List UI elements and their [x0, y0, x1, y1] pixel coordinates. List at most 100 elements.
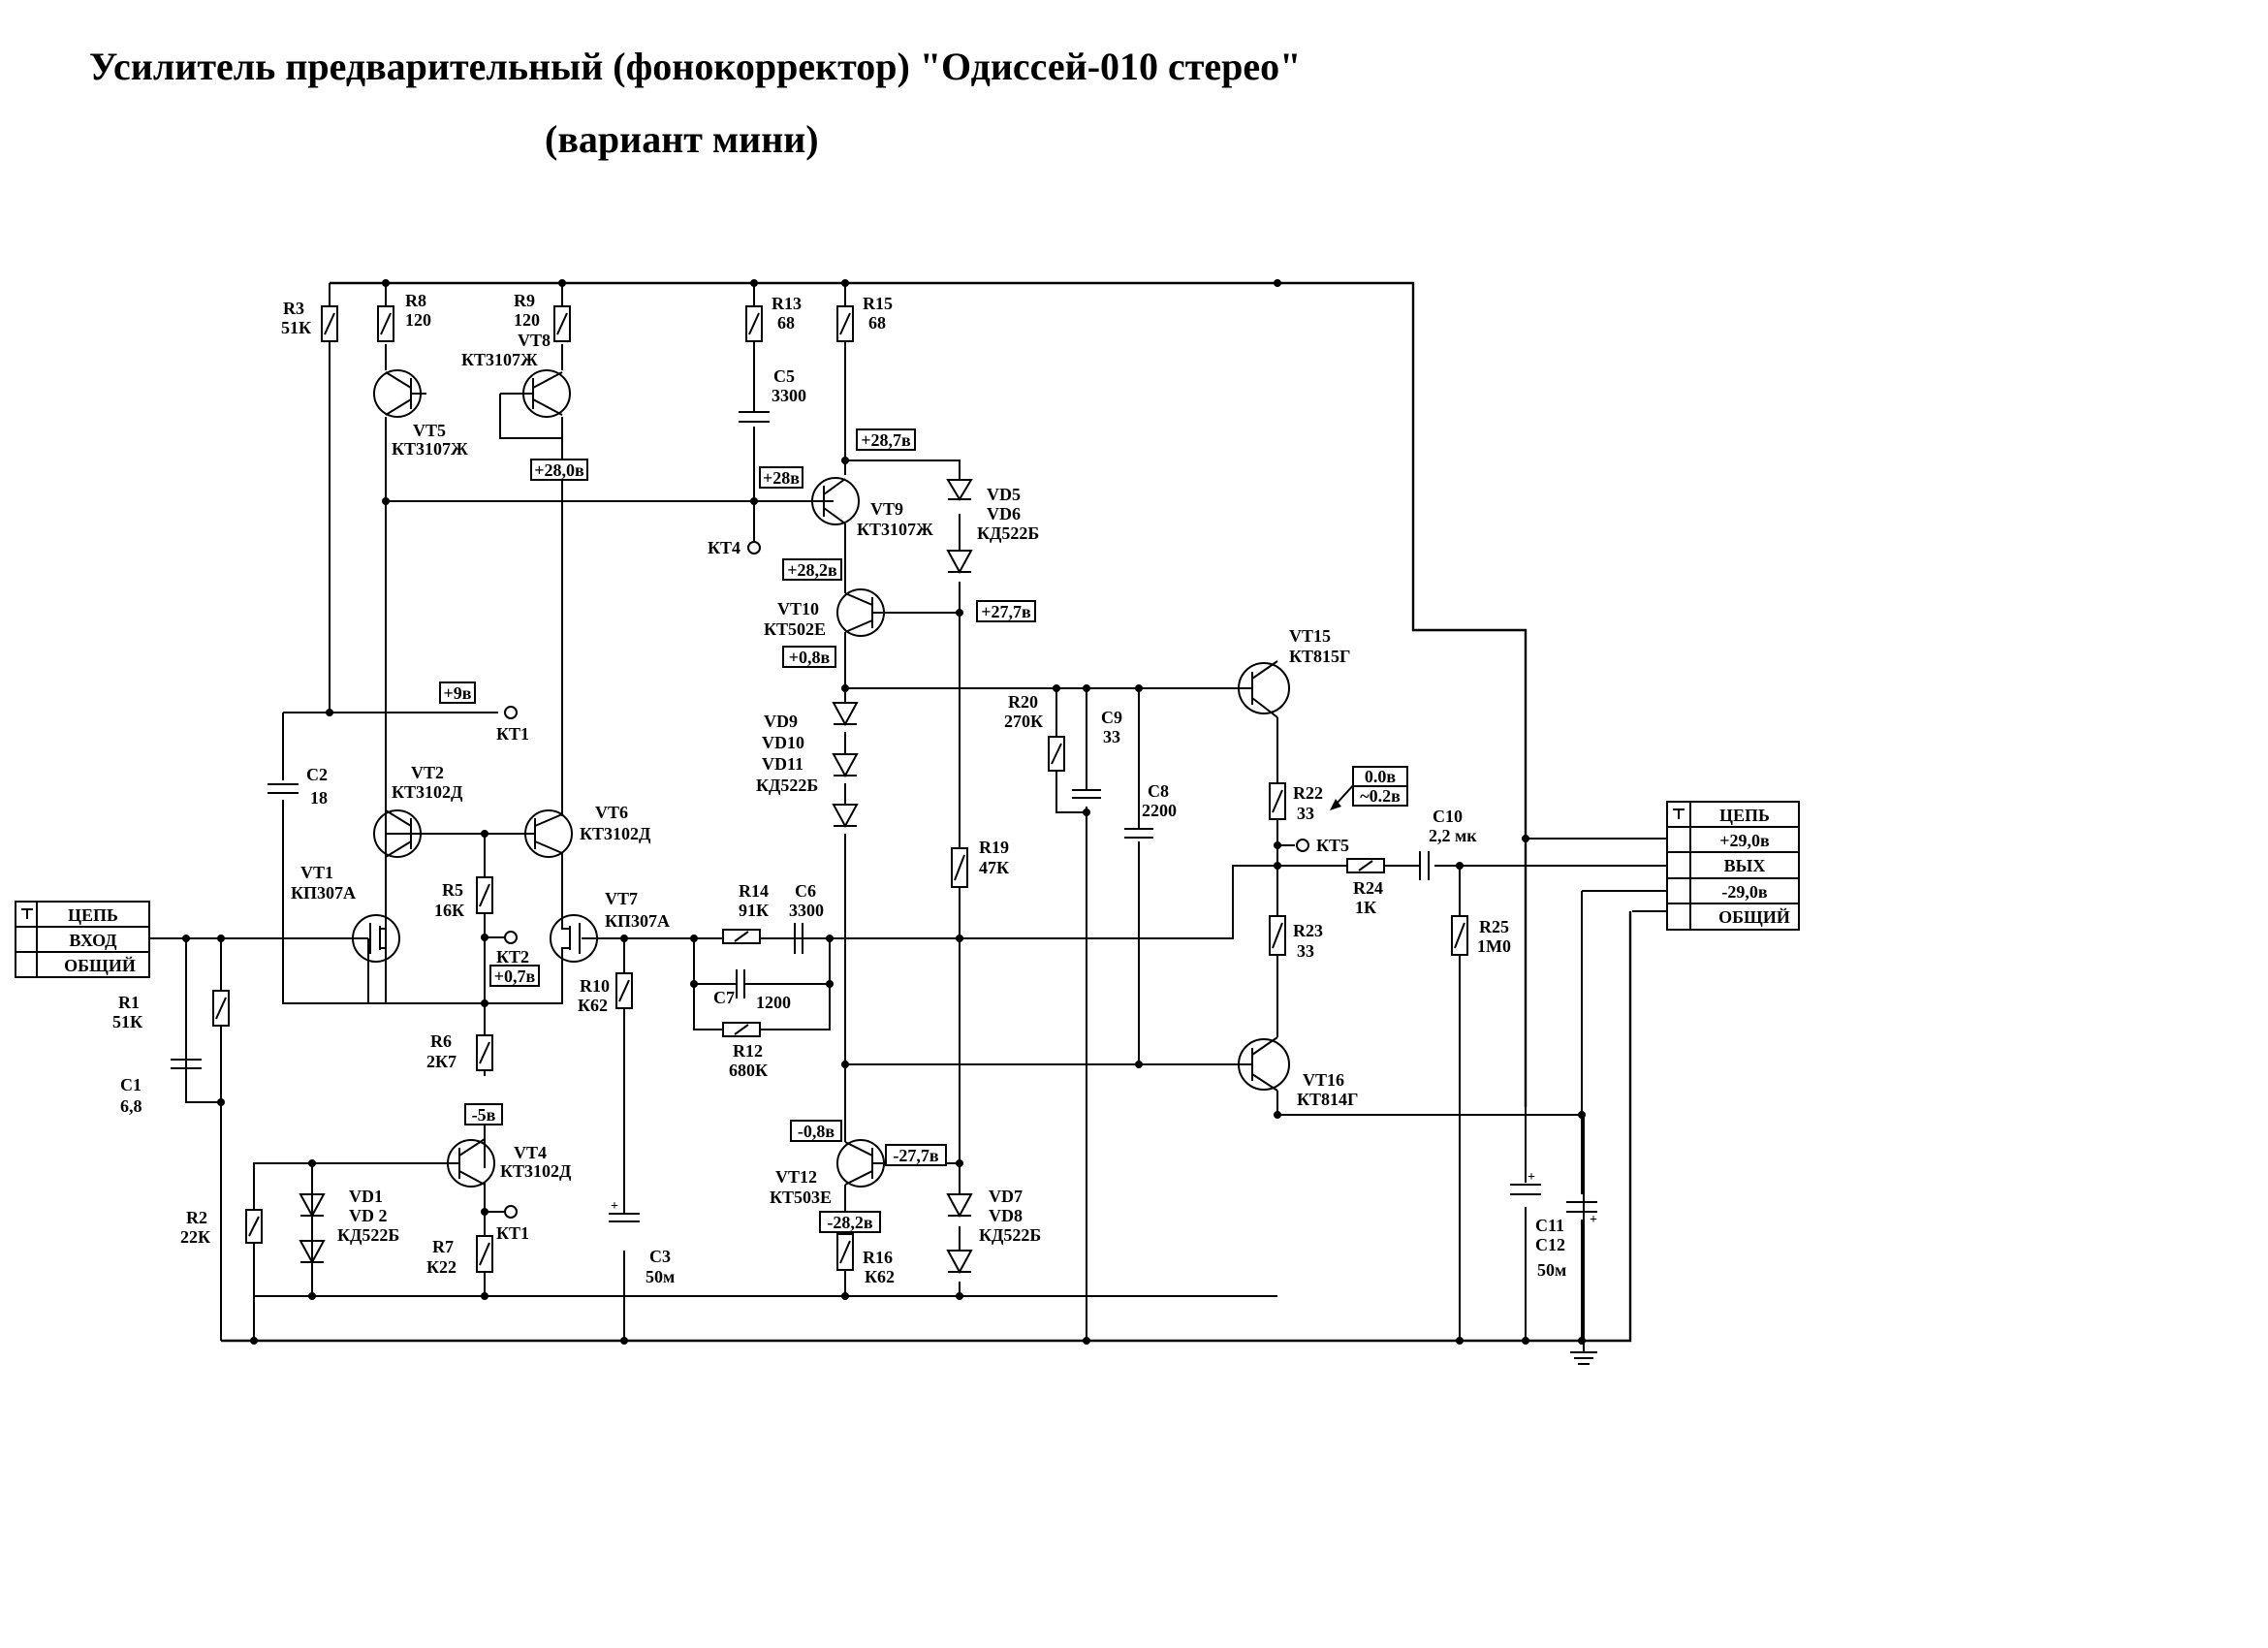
svg-text:+: +	[611, 1199, 618, 1214]
label-components-vt8-1: КТ3107Ж	[461, 350, 538, 369]
output-connector: ЦЕПЬ +29,0в ВЫХ -29,0в ОБЩИЙ	[1666, 801, 1800, 931]
ground-icon	[1570, 1351, 1597, 1365]
label-components-r5-1: 16К	[434, 901, 464, 920]
voltage-9: +9в	[444, 683, 472, 703]
label-components-vd1-1: VD 2	[349, 1206, 388, 1225]
label-components-vt6-1: КТ3102Д	[580, 824, 651, 843]
label-components-r22-0: R22	[1293, 783, 1323, 803]
label-components-r25-1: 1М0	[1477, 936, 1511, 956]
voltage-28-0: +28,0в	[534, 460, 584, 480]
label-components-vd7-2: КД522Б	[979, 1225, 1041, 1245]
label-components-vt4-0: VT4	[514, 1143, 547, 1162]
label-components-c7-1: 1200	[756, 993, 791, 1012]
label-components-vt7-1: КП307А	[605, 911, 670, 931]
label-components-vt5-1: КТ3107Ж	[392, 439, 468, 459]
label-components-vt16-0: VT16	[1303, 1070, 1344, 1090]
label-components-r15-0: R15	[863, 294, 893, 313]
label-components-r13-0: R13	[772, 294, 802, 313]
label-components-vd1-2: КД522Б	[337, 1225, 399, 1245]
label-components-r25-0: R25	[1479, 917, 1509, 936]
label-components-c11-0: C11	[1535, 1216, 1564, 1235]
label-components-r14-1: 91К	[739, 901, 769, 920]
label-components-r5-0: R5	[442, 880, 463, 900]
label-components-r23-0: R23	[1293, 921, 1323, 940]
voltage-28-2: +28,2в	[787, 560, 837, 580]
output-connector-row-0: ЦЕПЬ	[1719, 806, 1770, 825]
label-components-c8-1: 2200	[1142, 801, 1177, 820]
label-components-r24-0: R24	[1353, 878, 1383, 898]
label-components-c8-0: C8	[1148, 781, 1169, 801]
label-components-c1-0: C1	[120, 1075, 142, 1094]
voltage-28: +28в	[763, 468, 800, 488]
transistors	[352, 369, 1290, 1188]
label-components-vt9-1: КТ3107Ж	[857, 520, 933, 539]
voltage-minus-27-7: -27,7в	[893, 1146, 938, 1165]
resistors	[212, 305, 1468, 1273]
label-components-vt15-0: VT15	[1289, 626, 1331, 646]
label-components-c5-1: 3300	[772, 386, 806, 405]
label-components-vd9-2: VD11	[762, 754, 803, 774]
title-line1: Усилитель предварительный (фонокорректор…	[89, 45, 1301, 88]
label-components-r23-1: 33	[1297, 941, 1314, 961]
label-components-r6-1: 2К7	[426, 1052, 457, 1071]
svg-text:+: +	[1528, 1170, 1535, 1185]
label-components-vt2-0: VT2	[411, 763, 444, 782]
label-components-vd1-0: VD1	[349, 1187, 383, 1206]
voltage-0-7: +0,7в	[494, 967, 536, 986]
test-point-labels: КТ1 КТ2 КТ1 КТ4 КТ5	[496, 538, 1349, 1243]
label-components-r14-0: R14	[739, 881, 769, 901]
component-labels: R3 51К R8 120 R9 120 VT8 КТ3107Ж VT5 КТ3…	[112, 291, 1566, 1286]
label-components-r3-1: 51К	[281, 318, 311, 337]
voltage-minus-5: -5в	[472, 1105, 496, 1125]
label-components-vd9-0: VD9	[764, 712, 798, 731]
label-components-vd5-2: КД522Б	[977, 523, 1039, 543]
label-components-c3-1: 50м	[646, 1267, 675, 1286]
label-components-vt12-1: КТ503Е	[770, 1188, 832, 1207]
label-components-r8-0: R8	[405, 291, 426, 310]
diodes	[299, 479, 973, 1275]
label-components-c1-1: 6,8	[120, 1096, 142, 1116]
label-components-c2-0: C2	[306, 765, 328, 784]
label-components-r3-0: R3	[283, 299, 304, 318]
label-test_points-kt5: КТ5	[1316, 836, 1349, 855]
voltage-0-2: ~0.2в	[1360, 786, 1401, 806]
label-components-vt7-0: VT7	[605, 889, 638, 908]
label-components-r10-0: R10	[580, 976, 610, 996]
input-connector-row-2: ОБЩИЙ	[64, 955, 136, 975]
input-connector-row-1: ВХОД	[69, 931, 117, 950]
label-components-vt1-1: КП307А	[291, 883, 356, 903]
label-components-c11-2: 50м	[1537, 1260, 1566, 1280]
label-components-c11-1: C12	[1535, 1235, 1565, 1254]
label-components-r16-1: К62	[865, 1267, 895, 1286]
label-components-c6-1: 3300	[789, 901, 824, 920]
label-components-r6-0: R6	[430, 1031, 452, 1051]
capacitors	[171, 411, 1597, 1222]
label-components-c9-1: 33	[1103, 727, 1120, 746]
label-components-r7-1: К22	[426, 1257, 457, 1277]
label-components-c7-0: C7	[713, 988, 735, 1007]
label-components-vd9-1: VD10	[762, 733, 804, 752]
label-test_points-kt4: КТ4	[708, 538, 740, 557]
voltage-minus-0-8: -0,8в	[798, 1122, 835, 1141]
label-components-c5-0: C5	[773, 366, 795, 386]
label-components-vt8-0: VT8	[518, 331, 551, 350]
voltage-0-0: 0.0в	[1365, 767, 1397, 786]
voltage-labels: +28,0в +9в +0,7в -5в +28в +28,7в +28,2в …	[439, 428, 1408, 1233]
output-connector-row-4: ОБЩИЙ	[1718, 906, 1790, 927]
label-components-r9-1: 120	[514, 310, 540, 330]
label-components-c9-0: C9	[1101, 708, 1122, 727]
svg-text:+: +	[1590, 1213, 1597, 1227]
label-components-r10-1: К62	[578, 996, 608, 1015]
label-components-r20-0: R20	[1008, 692, 1038, 712]
label-components-c6-0: C6	[795, 881, 816, 901]
label-components-r1-1: 51К	[112, 1012, 142, 1031]
label-components-r19-1: 47К	[979, 858, 1009, 877]
label-components-vt9-0: VT9	[870, 499, 903, 519]
label-components-c10-1: 2,2 мк	[1429, 826, 1477, 845]
voltage-minus-28-2: -28,2в	[827, 1213, 872, 1232]
junctions	[182, 279, 1586, 1345]
label-components-r8-1: 120	[405, 310, 431, 330]
label-components-c3-0: C3	[649, 1247, 671, 1266]
output-connector-row-3: -29,0в	[1721, 882, 1767, 902]
